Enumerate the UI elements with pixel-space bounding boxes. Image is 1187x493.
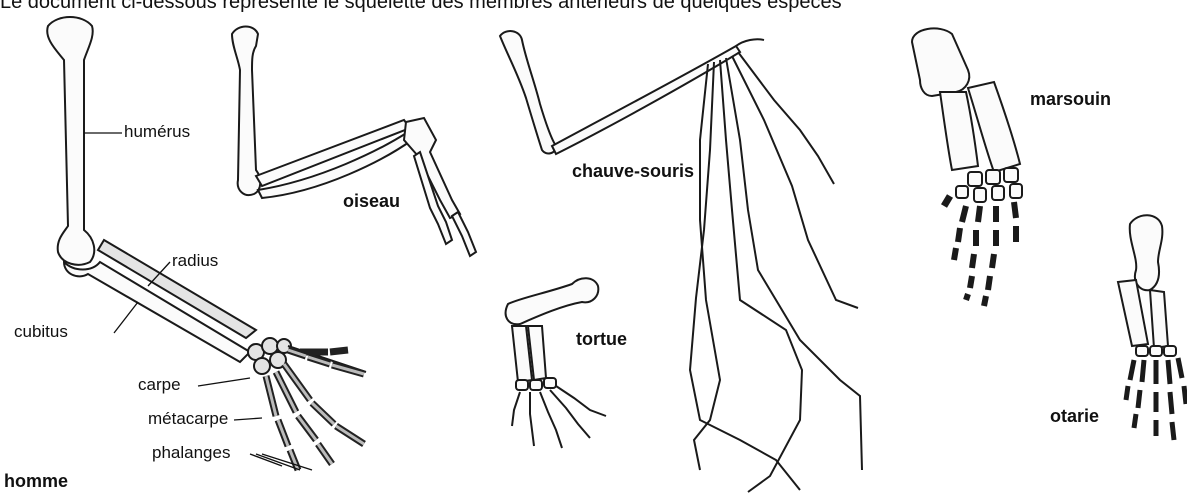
bird-ulna [258, 132, 412, 198]
label-humerus: humérus [124, 122, 190, 141]
sea-lion-digits [1126, 358, 1186, 440]
label-carpe: carpe [138, 375, 181, 394]
bird-forelimb [232, 27, 476, 257]
label-cubitus: cubitus [14, 322, 68, 341]
bird-digit-2 [452, 212, 476, 256]
species-oiseau: oiseau [343, 192, 400, 211]
species-homme: homme [4, 472, 68, 491]
porpoise-carpals [956, 168, 1022, 202]
turtle-digits [512, 386, 606, 448]
bat-forelimb [500, 31, 862, 492]
species-chauve-souris: chauve-souris [572, 162, 694, 181]
turtle-carpals [516, 378, 556, 390]
sea-lion-carpals [1136, 346, 1176, 356]
bird-humerus [232, 27, 260, 196]
human-forelimb [47, 17, 366, 470]
sea-lion-ulna [1150, 290, 1168, 348]
bat-wrist-claw [736, 39, 764, 46]
label-phalanges: phalanges [152, 443, 230, 462]
turtle-forelimb [506, 278, 606, 448]
label-radius: radius [172, 251, 218, 270]
turtle-humerus [506, 278, 599, 324]
human-humerus [47, 17, 94, 265]
sea-lion-humerus [1130, 215, 1163, 290]
species-marsouin: marsouin [1030, 90, 1111, 109]
bat-fingers [690, 52, 862, 492]
species-tortue: tortue [576, 330, 627, 349]
porpoise-digits [944, 196, 1016, 306]
porpoise-forelimb [912, 28, 1022, 306]
sea-lion-forelimb [1118, 215, 1186, 440]
label-metacarpe: métacarpe [148, 409, 228, 428]
species-otarie: otarie [1050, 407, 1099, 426]
porpoise-humerus [912, 28, 969, 96]
bat-humerus [500, 31, 556, 153]
